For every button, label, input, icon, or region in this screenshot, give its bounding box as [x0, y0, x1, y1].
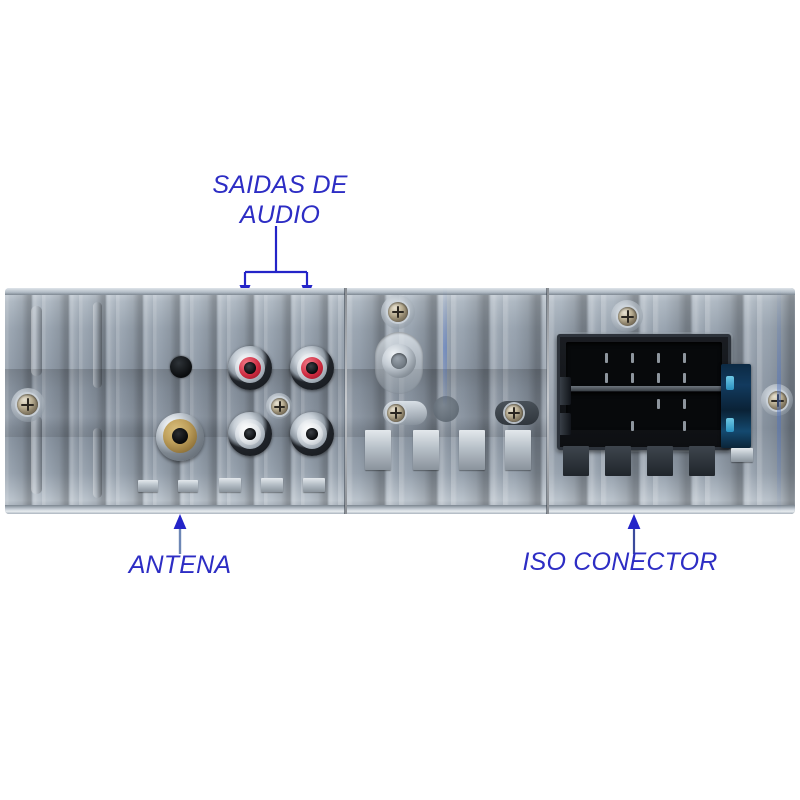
rca-center-pin: [244, 428, 256, 440]
iso-pin-slot: [657, 353, 660, 363]
panel-bottom-edge-center: [347, 505, 547, 514]
iso-pin-slot: [683, 421, 686, 431]
iso-pin-slot: [605, 353, 608, 363]
chassis-groove: [31, 416, 42, 494]
chassis-notch: [303, 478, 325, 492]
heatsink-fins-left: [5, 288, 345, 514]
chassis-notch: [138, 480, 158, 492]
chassis-groove: [93, 302, 102, 388]
chassis-hole: [170, 356, 192, 378]
car-stereo-rear-chassis: [5, 288, 795, 514]
mount-ring-hole: [391, 353, 407, 369]
label-saidas-de-audio-line1: SAIDAS DE: [212, 171, 348, 199]
chassis-notch: [563, 446, 589, 476]
screw-rca-center: [271, 398, 288, 415]
iso-pin-slot: [683, 373, 686, 383]
chassis-notch: [178, 480, 198, 492]
label-antena-text: ANTENA: [128, 551, 232, 579]
iso-pin-slot: [631, 353, 634, 363]
screw-center-top: [388, 302, 408, 322]
panel-top-edge-right: [549, 288, 795, 295]
rca-jack-red-right[interactable]: [290, 346, 334, 390]
rca-center-pin: [306, 428, 318, 440]
iso-side-module-contact: [726, 376, 734, 390]
iso-pin-slot: [683, 353, 686, 363]
iso-connector-latch: [560, 377, 571, 405]
iso-pin-slot: [683, 399, 686, 409]
left-heatsink-panel: [5, 288, 345, 514]
panel-bottom-edge-right: [549, 505, 795, 514]
screw-iso-top: [618, 307, 637, 326]
chassis-notch: [647, 446, 673, 476]
iso-pin-slot: [605, 373, 608, 383]
right-connector-panel: [549, 288, 795, 514]
iso-side-module-contact: [726, 418, 734, 432]
chassis-notch: [365, 430, 391, 470]
iso-pin-slot: [657, 373, 660, 383]
mount-ring: [382, 344, 416, 378]
chassis-notch: [605, 446, 631, 476]
rca-jack-red-left[interactable]: [228, 346, 272, 390]
label-saidas-de-audio: SAIDAS DE AUDIO: [0, 171, 560, 230]
label-antena: ANTENA: [60, 551, 300, 581]
panel-bottom-edge-left: [5, 505, 345, 514]
screw-center-lower-left: [387, 404, 405, 422]
center-heatsink-panel: [347, 288, 547, 514]
rca-jack-white-left[interactable]: [228, 412, 272, 456]
rca-center-pin: [306, 362, 318, 374]
label-iso-conector-text: ISO CONECTOR: [522, 548, 718, 576]
chassis-notch: [261, 478, 283, 492]
antenna-jack-center-pin: [172, 428, 188, 444]
chassis-groove: [31, 306, 42, 376]
iso-connector-bay-top: [566, 342, 722, 386]
chassis-notch: [459, 430, 485, 470]
chassis-notch: [505, 430, 531, 470]
leader-antena-arrow: [173, 514, 187, 554]
screw-left-edge: [17, 394, 38, 415]
chassis-notch: [219, 478, 241, 492]
rca-jack-white-right[interactable]: [290, 412, 334, 456]
panel-top-edge-left: [5, 288, 345, 295]
chassis-notch: [689, 446, 715, 476]
panel-blue-highlight: [443, 288, 447, 408]
iso-connector-divider: [564, 386, 724, 391]
chassis-groove: [93, 428, 102, 498]
antenna-jack[interactable]: [156, 413, 204, 461]
rca-center-pin: [244, 362, 256, 374]
iso-pin-slot: [631, 421, 634, 431]
iso-side-module[interactable]: [721, 364, 751, 448]
iso-connector[interactable]: [557, 334, 731, 450]
screw-center-lower-right: [505, 404, 523, 422]
chassis-notch: [413, 430, 439, 470]
iso-connector-bay-bottom: [566, 392, 722, 430]
iso-pin-slot: [631, 373, 634, 383]
iso-connector-latch: [560, 413, 571, 435]
chassis-notch: [731, 448, 753, 462]
label-iso-conector: ISO CONECTOR: [460, 548, 780, 578]
screw-right-edge: [768, 391, 787, 410]
panel-top-edge-center: [347, 288, 547, 295]
chassis-round-cutout: [433, 396, 459, 422]
iso-pin-slot: [657, 399, 660, 409]
label-saidas-de-audio-line2: AUDIO: [239, 200, 321, 229]
leader-iso-arrow: [627, 514, 641, 554]
